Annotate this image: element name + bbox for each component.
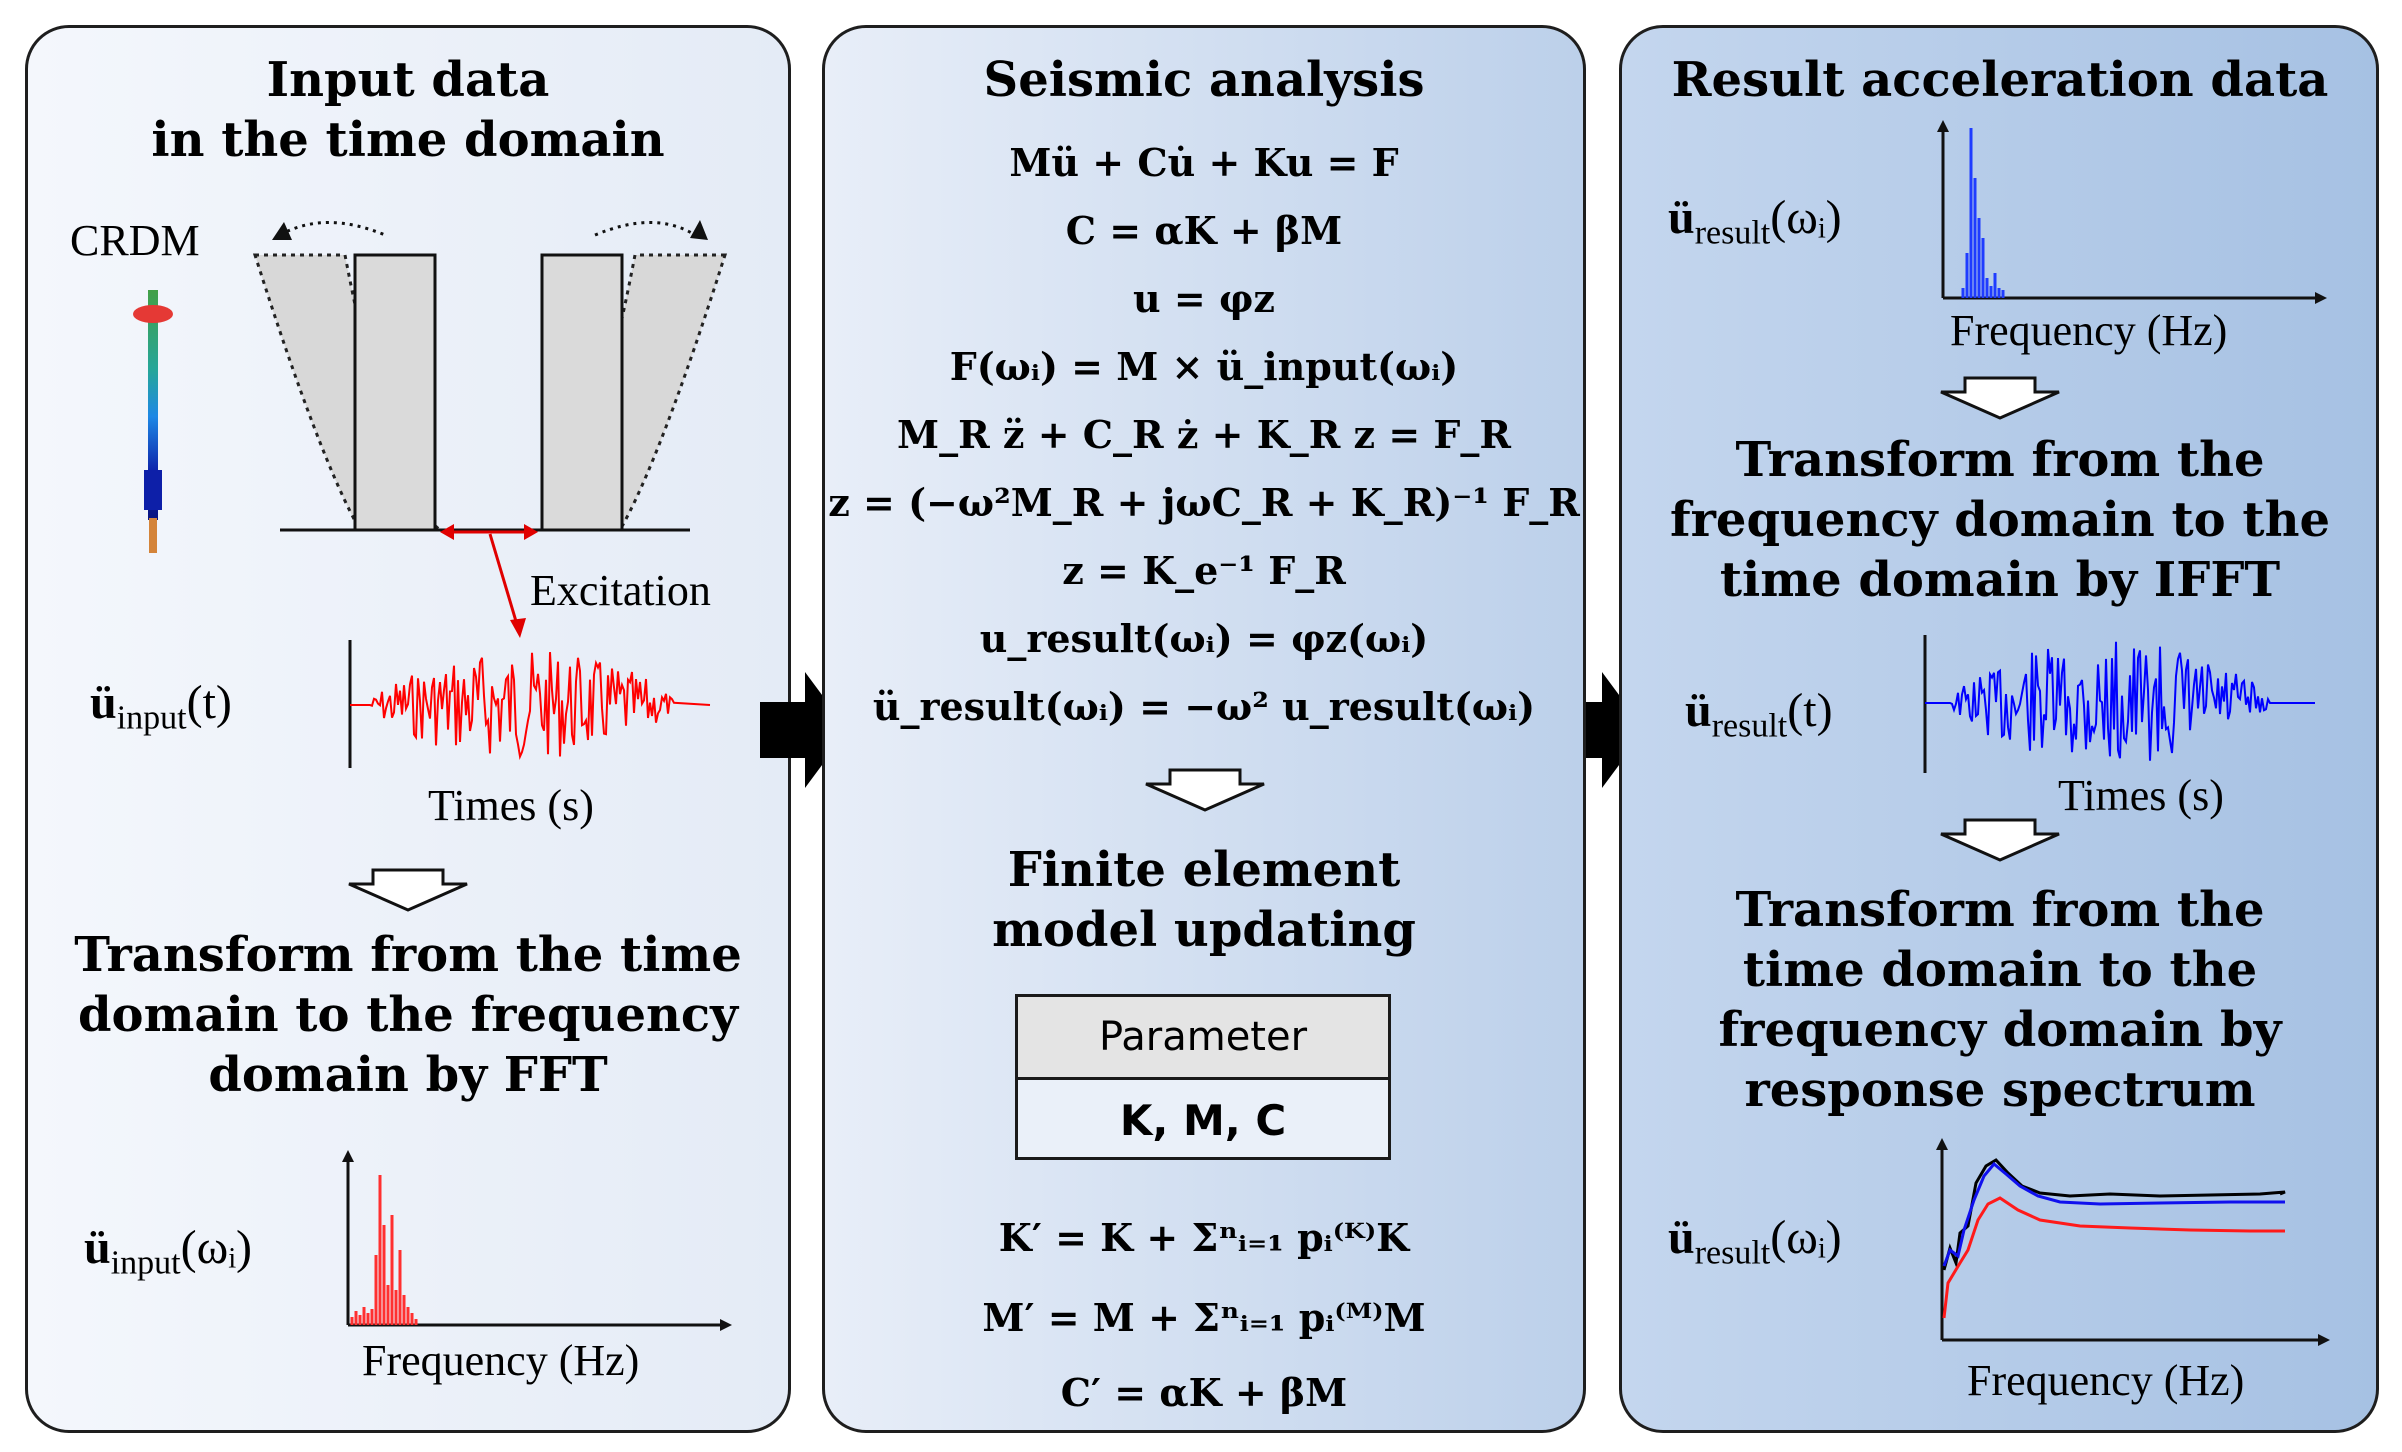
rs-text-line1: Transform from the [1735,882,2265,938]
result-panel-title: Result acceleration data [1671,52,2329,108]
result-time-axis-label: Times (s) [2058,771,2224,820]
result-time-signal-plot [1923,635,2315,773]
response-spectrum-plot [1936,1138,2330,1346]
model-updating-title-line1: Finite element [1007,842,1401,898]
result-freq-axis-label: Frequency (Hz) [1950,306,2228,355]
input-time-axis-label: Times (s) [428,781,594,830]
down-arrow-icon [1145,768,1265,812]
result-time-signal-label: üresult(t) [1685,684,1833,745]
input-fft-plot [342,1150,732,1331]
input-time-signal-plot [348,640,711,768]
ifft-text-line1: Transform from the [1735,432,2265,488]
equation-updated-mass: M′ = M + Σⁿᵢ₌₁ pᵢ⁽ᴹ⁾M [982,1295,1426,1340]
ifft-text-line2: frequency domain to the [1669,492,2331,548]
fft-text-line2: domain to the frequency [77,987,739,1043]
fft-text-line1: Transform from the time [74,927,742,983]
equation-updated-damping: C′ = αK + βM [1060,1370,1348,1415]
crdm-model-icon [133,290,173,553]
spectrum-axis-label: Frequency (Hz) [1967,1356,2245,1405]
ifft-text-line3: time domain by IFFT [1719,552,2281,608]
rs-text-line2: time domain to the [1742,942,2258,998]
parameter-table-values: K, M, C [1119,1095,1287,1145]
result-fft-plot [1937,120,2327,304]
seismic-analysis-panel [822,25,1586,1433]
down-arrow-icon [1940,376,2060,420]
equation-effective: z = K_e⁻¹ F_R [1062,548,1346,593]
input-time-signal-label: üinput(t) [90,676,232,737]
rs-text-line3: frequency domain by [1718,1002,2282,1058]
down-arrow-icon [348,868,468,912]
input-freq-signal-label: üinput(ωᵢ) [84,1221,253,1282]
equation-motion: Mü + Cu̇ + Ku = F [1009,140,1399,185]
model-updating-title-line2: model updating [992,902,1416,958]
equation-modal: u = φz [1133,276,1275,321]
spectrum-curve-black [1942,1158,2286,1271]
spectrum-curve-blue [1942,1161,2285,1267]
spectrum-curve-red [1942,1196,2285,1319]
input-panel-title-line2: in the time domain [151,112,665,168]
rs-text-line4: response spectrum [1744,1062,2256,1118]
equation-reduced: M_R z̈ + C_R ż + K_R z = F_R [897,412,1511,457]
equation-damping: C = αK + βM [1065,208,1343,253]
excitation-label: Excitation [530,566,711,615]
left-column [353,253,437,532]
equation-acceleration: ü_result(ωᵢ) = −ω² u_result(ωᵢ) [872,684,1536,729]
right-column [540,253,624,532]
equation-displacement: u_result(ωᵢ) = φz(ωᵢ) [979,616,1429,661]
equation-force: F(ωᵢ) = M × ü_input(ωᵢ) [949,344,1459,389]
excitation-sketch [252,220,728,638]
input-panel-title-line1: Input data [266,52,550,108]
fft-text-line3: domain by FFT [208,1047,608,1103]
down-arrow-icon [1940,818,2060,862]
parameter-table-header: Parameter [1018,997,1388,1080]
seismic-analysis-title: Seismic analysis [983,52,1425,108]
equation-solution: z = (−ω²M_R + jωC_R + K_R)⁻¹ F_R [828,480,1580,525]
spectrum-signal-label: üresult(ωᵢ) [1668,1211,1842,1272]
parameter-table: Parameter K, M, C [1015,994,1391,1160]
result-freq-signal-label: üresult(ωᵢ) [1668,191,1842,252]
input-freq-axis-label: Frequency (Hz) [362,1336,640,1385]
crdm-label: CRDM [70,216,200,265]
equation-updated-stiffness: K′ = K + Σⁿᵢ₌₁ pᵢ⁽ᴷ⁾K [998,1215,1410,1260]
